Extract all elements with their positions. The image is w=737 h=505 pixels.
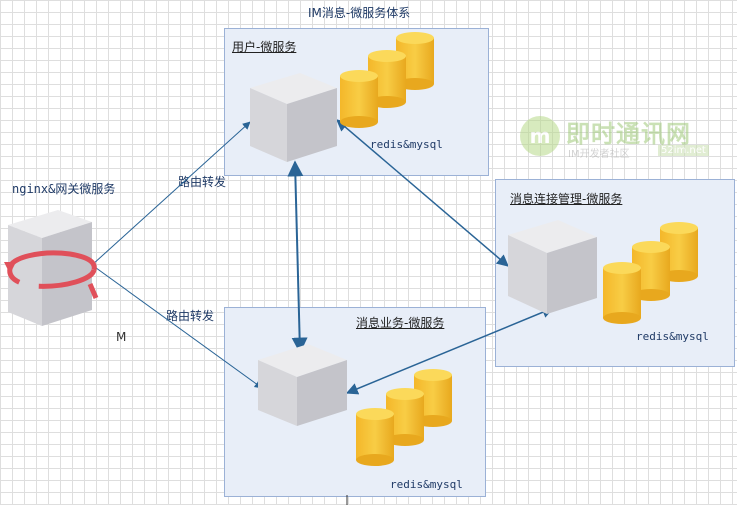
diagram-title: IM消息-微服务体系 — [308, 6, 411, 20]
edge-label-to-user: 路由转发 — [178, 175, 227, 189]
edge-user-business — [287, 160, 308, 354]
svg-text:m: m — [530, 124, 551, 148]
business-storage-label: redis&mysql — [390, 478, 463, 491]
gateway-label: nginx&网关微服务 — [12, 182, 116, 196]
watermark-site: 52im.net — [658, 145, 709, 156]
edge-user-connection — [336, 119, 509, 267]
edge-gateway-to-business — [91, 264, 263, 389]
watermark-tagline: IM开发者社区 — [568, 149, 630, 160]
watermark-brand: 即时通讯网 — [566, 120, 691, 148]
user-db-stack-icon — [340, 32, 434, 128]
edge-label-to-business: 路由转发 — [166, 309, 215, 323]
stray-label: M — [116, 330, 127, 344]
watermark-logo-icon: m — [520, 116, 560, 156]
user-service-title: 用户-微服务 — [232, 40, 297, 54]
edge-gateway-to-user — [91, 121, 251, 266]
connection-db-stack-icon — [603, 222, 698, 324]
business-db-stack-icon — [356, 369, 452, 466]
watermark: m 即时通讯网 IM开发者社区 52im.net — [518, 112, 728, 164]
user-service-cube-icon — [250, 73, 337, 162]
edge-business-connection — [345, 306, 555, 395]
business-service-cube-icon — [258, 344, 347, 426]
connection-service-title: 消息连接管理-微服务 — [510, 192, 623, 206]
connection-service-cube-icon — [508, 220, 597, 314]
connection-storage-label: redis&mysql — [636, 330, 709, 343]
gateway-cube-icon — [4, 210, 99, 326]
